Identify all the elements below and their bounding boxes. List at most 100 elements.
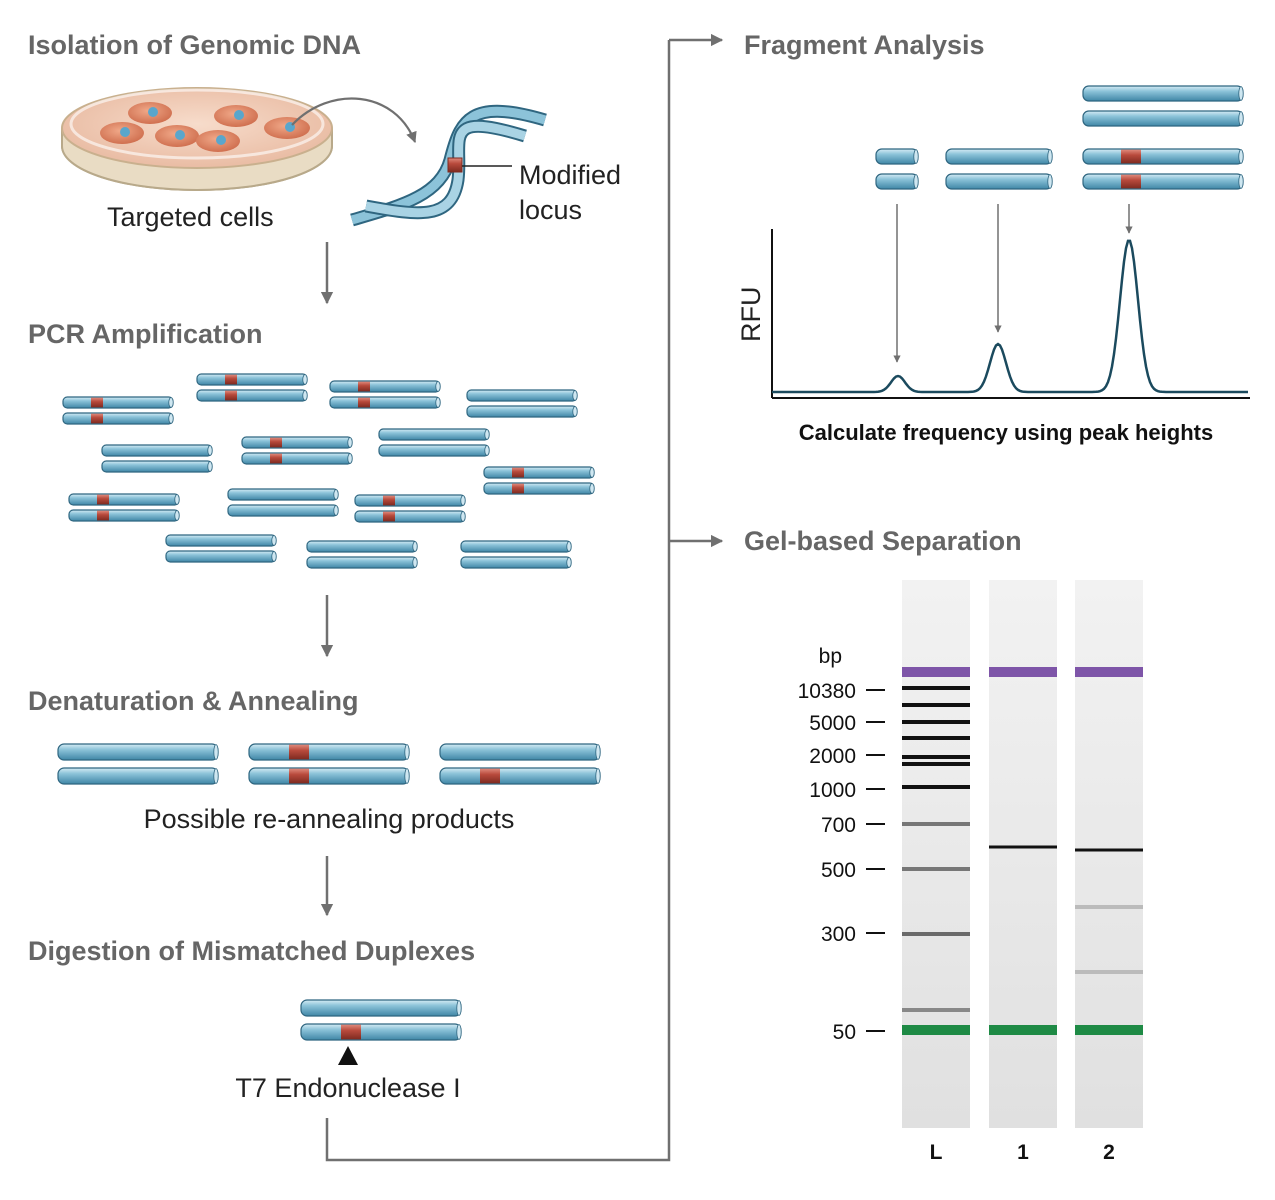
dna-strand-top <box>165 534 277 547</box>
dna-strand-top <box>460 540 572 553</box>
dna-strand-bottom <box>483 482 595 495</box>
dna-strand-top <box>354 494 466 507</box>
mutation-marker <box>512 467 524 478</box>
dna-strand-top <box>62 396 174 409</box>
dna-strand-bottom <box>439 767 601 785</box>
mutation-marker <box>97 494 109 505</box>
dna-strand-top <box>300 999 462 1017</box>
dna-strand-bottom <box>466 405 578 418</box>
dna-strand-bottom <box>241 452 353 465</box>
cleavage-band <box>1075 970 1143 974</box>
cell-icons <box>100 102 310 152</box>
mutation-marker <box>270 453 282 464</box>
dna-strand-top <box>306 540 418 553</box>
ladder-band <box>902 720 970 724</box>
bp-unit-label: bp <box>819 645 842 668</box>
dna-strand-bottom <box>300 1023 462 1041</box>
dna-strand-bottom <box>68 509 180 522</box>
enzyme-label: T7 Endonuclease I <box>235 1073 460 1103</box>
ladder-size-label: 2000 <box>809 745 856 768</box>
upper-marker-band <box>1075 667 1143 677</box>
gel-lane-1 <box>989 580 1057 1128</box>
petri-dish-icon <box>61 87 333 191</box>
sample-band <box>989 845 1057 849</box>
dna-strand-bottom <box>1082 173 1244 190</box>
modified-locus-label-line1: Modified <box>519 160 621 190</box>
dna-strand-bottom <box>165 550 277 563</box>
fragment-analysis-title: Fragment Analysis <box>744 30 985 60</box>
cleavage-band <box>1075 905 1143 909</box>
mutation-marker <box>270 437 282 448</box>
ladder-size-label: 700 <box>821 814 856 837</box>
dna-strand-top <box>241 436 353 449</box>
dna-strand-bottom <box>945 173 1053 190</box>
mismatched-duplex <box>300 999 462 1041</box>
mutation-marker <box>358 397 370 408</box>
dna-strand-top <box>68 493 180 506</box>
pcr-title: PCR Amplification <box>28 319 263 349</box>
ladder-band <box>902 822 970 826</box>
ladder-band <box>902 762 970 766</box>
gel-bands <box>902 667 1143 1035</box>
dna-strand-top <box>227 488 339 501</box>
ladder-size-label: 50 <box>833 1021 856 1044</box>
mutation-marker <box>1121 149 1141 164</box>
dna-strand-top <box>248 743 410 761</box>
mutation-marker <box>383 511 395 522</box>
upper-marker-band <box>989 667 1057 677</box>
dna-strand-top <box>875 148 919 165</box>
dna-strand-bottom <box>378 444 490 457</box>
ladder-band <box>902 736 970 740</box>
ladder-band <box>902 1008 970 1012</box>
mutation-marker <box>512 483 524 494</box>
denaturation-title: Denaturation & Annealing <box>28 686 359 716</box>
dna-strand-bottom <box>101 460 213 473</box>
dna-strand-top <box>439 743 601 761</box>
mutation-marker <box>289 744 309 760</box>
electropherogram-trace <box>772 239 1248 394</box>
ladder-band <box>902 785 970 789</box>
ladder-size-label: 300 <box>821 923 856 946</box>
dna-strand-top <box>101 444 213 457</box>
mutation-marker <box>480 768 500 784</box>
lane-label-L: L <box>930 1141 943 1164</box>
ladder-band <box>902 755 970 759</box>
gel-separation-title: Gel-based Separation <box>744 526 1022 556</box>
dna-helix-icon <box>350 104 547 227</box>
rfu-axis-label: RFU <box>736 287 766 343</box>
mutation-marker <box>225 374 237 385</box>
mutation-marker <box>91 413 103 424</box>
dna-strand-top <box>196 373 308 386</box>
reannealing-products <box>57 743 601 785</box>
ladder-size-label: 10380 <box>798 680 856 703</box>
mutation-marker <box>289 768 309 784</box>
sample-band <box>1075 848 1143 852</box>
mutation-marker <box>383 495 395 506</box>
ladder-band <box>902 703 970 707</box>
cleavage-triangle-icon <box>338 1046 358 1065</box>
isolation-title: Isolation of Genomic DNA <box>28 30 361 60</box>
gel-lane-2 <box>1075 580 1143 1128</box>
mutation-marker <box>341 1024 361 1040</box>
upper-marker-band <box>902 667 970 677</box>
ladder-band <box>902 686 970 690</box>
dna-strand-bottom <box>248 767 410 785</box>
lower-marker-band <box>902 1025 970 1035</box>
dna-strand-bottom <box>62 412 174 425</box>
lower-marker-band <box>989 1025 1057 1035</box>
peak-height-caption: Calculate frequency using peak heights <box>799 420 1213 445</box>
dna-strand-bottom <box>1082 110 1244 127</box>
fragment-sizes <box>875 85 1244 190</box>
curved-arrow-icon <box>291 97 417 144</box>
gel-image <box>902 580 1143 1128</box>
connector-line <box>325 40 671 1162</box>
dna-strand-bottom <box>227 504 339 517</box>
digestion-title: Digestion of Mismatched Duplexes <box>28 936 475 966</box>
dna-strand-top <box>57 743 219 761</box>
targeted-cells-label: Targeted cells <box>107 202 274 232</box>
gel-lane-L <box>902 580 970 1128</box>
dna-strand-top <box>466 389 578 402</box>
mutation-marker <box>91 397 103 408</box>
